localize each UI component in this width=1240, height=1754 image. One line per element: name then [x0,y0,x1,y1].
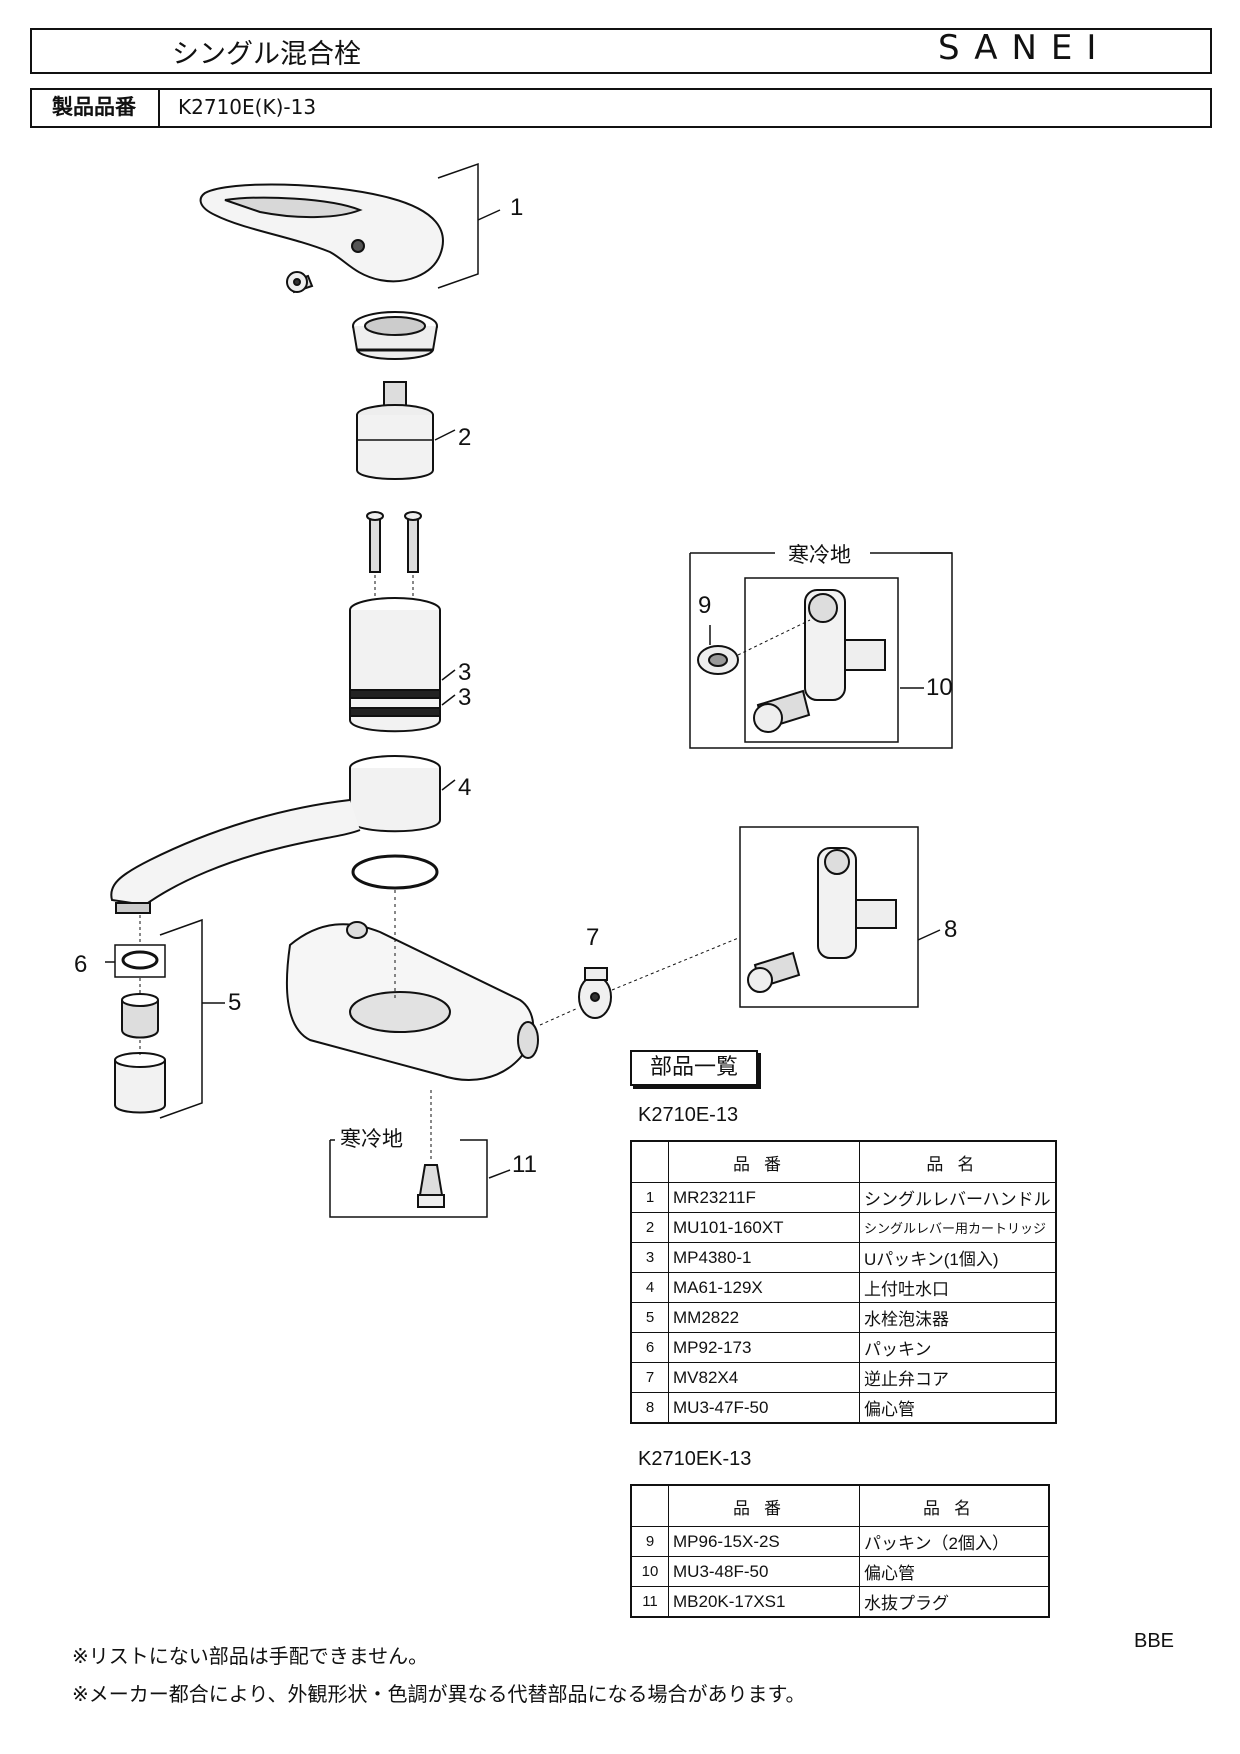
table-row: 11 MB20K-17XS1 水抜プラグ [630,1586,1050,1618]
table-row: 4 MA61-129X 上付吐水口 [630,1272,1057,1303]
table-header-row: 品番 品名 [630,1484,1050,1527]
product-number-label: 製品品番 [30,88,160,128]
header-code: 品番 [668,1140,860,1183]
row-no: 11 [630,1586,669,1618]
row-name: Uパッキン(1個入) [858,1242,1057,1273]
header-name: 品名 [859,1484,1050,1527]
callout-5: 5 [228,989,241,1016]
title-bar [30,28,1212,74]
row-code: MU3-48F-50 [668,1556,860,1587]
table-row: 6 MP92-173 パッキン [630,1332,1057,1363]
row-code: MP4380-1 [668,1242,860,1273]
part-eccentric-pipe-10 [753,589,886,733]
row-no: 3 [630,1242,669,1273]
part-packing-9 [697,645,739,675]
callout-3a: 3 [458,659,471,686]
row-code: MP92-173 [668,1332,860,1363]
footer-note-1: ※リストにない部品は手配できません。 [72,1644,429,1668]
callout-6: 6 [74,951,87,978]
callout-11: 11 [512,1151,537,1178]
table-row: 8 MU3-47F-50 偏心管 [630,1392,1057,1424]
brand-logo: SANEI [938,28,1111,68]
row-no: 6 [630,1332,669,1363]
part-base-plate [285,921,539,1081]
part-drain-plug [417,1164,445,1208]
table-header-row: 品番 品名 [630,1140,1057,1183]
row-name: 偏心管 [858,1392,1057,1424]
cold-region-label-bottom: 寒冷地 [340,1128,403,1151]
row-code: MM2822 [668,1302,860,1333]
product-number: K2710E(K)-13 [178,95,317,119]
row-no: 7 [630,1362,669,1393]
part-cartridge [356,381,434,480]
page-title: シングル混合栓 [172,39,361,70]
part-aerator [114,944,166,1114]
parts-table-1: 品番 品名 1 MR23211F シングルレバーハンドル 2 MU101-160… [630,1140,1057,1424]
row-name: 水抜プラグ [859,1586,1050,1618]
part-screws [366,511,422,573]
row-code: MA61-129X [668,1272,860,1303]
footer-note-2: ※メーカー都合により、外観形状・色調が異なる代替部品になる場合があります。 [72,1682,806,1706]
table-row: 3 MP4380-1 Uパッキン(1個入) [630,1242,1057,1273]
part-body-packings [349,597,441,733]
part-lever-handle [199,183,444,294]
part-gasket [351,854,439,890]
callout-4: 4 [458,774,471,801]
callout-9: 9 [698,592,711,619]
row-name: パッキン（2個入） [859,1526,1050,1557]
row-code: MV82X4 [668,1362,860,1393]
row-no: 5 [630,1302,669,1333]
part-spout [110,755,441,914]
parts-table-2: 品番 品名 9 MP96-15X-2S パッキン（2個入） 10 MU3-48F… [630,1484,1050,1618]
callout-3b: 3 [458,684,471,711]
row-name: 上付吐水口 [858,1272,1057,1303]
row-no: 10 [630,1556,669,1587]
callout-10: 10 [926,674,953,701]
table-row: 10 MU3-48F-50 偏心管 [630,1556,1050,1587]
callout-1: 1 [510,194,523,221]
row-code: MR23211F [668,1182,860,1213]
row-no: 9 [630,1526,669,1557]
row-code: MU101-160XT [668,1212,860,1243]
document-code: BBE [1134,1630,1175,1652]
header-name: 品名 [858,1140,1057,1183]
row-no: 4 [630,1272,669,1303]
callout-2: 2 [458,424,471,451]
table2-model: K2710EK-13 [638,1448,752,1470]
table-row: 1 MR23211F シングルレバーハンドル [630,1182,1057,1213]
row-name: 水栓泡沫器 [858,1302,1057,1333]
row-code: MU3-47F-50 [668,1392,860,1424]
callout-7: 7 [586,924,599,951]
table-row: 5 MM2822 水栓泡沫器 [630,1302,1057,1333]
row-no: 8 [630,1392,669,1424]
cold-region-label-top: 寒冷地 [788,544,851,567]
table-row: 7 MV82X4 逆止弁コア [630,1362,1057,1393]
row-name: パッキン [858,1332,1057,1363]
row-name: シングルレバー用カートリッジ [858,1212,1057,1243]
callout-8: 8 [944,916,957,943]
parts-list-heading: 部品一覧 [630,1050,758,1086]
row-code: MP96-15X-2S [668,1526,860,1557]
row-no: 2 [630,1212,669,1243]
row-name: 逆止弁コア [858,1362,1057,1393]
row-code: MB20K-17XS1 [668,1586,860,1618]
product-number-bar [30,88,1212,128]
row-name: シングルレバーハンドル [858,1182,1057,1213]
part-check-valve [578,967,612,1019]
row-name: 偏心管 [859,1556,1050,1587]
header-code: 品番 [668,1484,860,1527]
header-no [630,1484,669,1527]
table-row: 9 MP96-15X-2S パッキン（2個入） [630,1526,1050,1557]
part-cap-ring [352,311,438,360]
table-row: 2 MU101-160XT シングルレバー用カートリッジ [630,1212,1057,1243]
table1-model: K2710E-13 [638,1104,739,1126]
row-no: 1 [630,1182,669,1213]
part-eccentric-pipe-8 [747,847,897,993]
header-no [630,1140,669,1183]
